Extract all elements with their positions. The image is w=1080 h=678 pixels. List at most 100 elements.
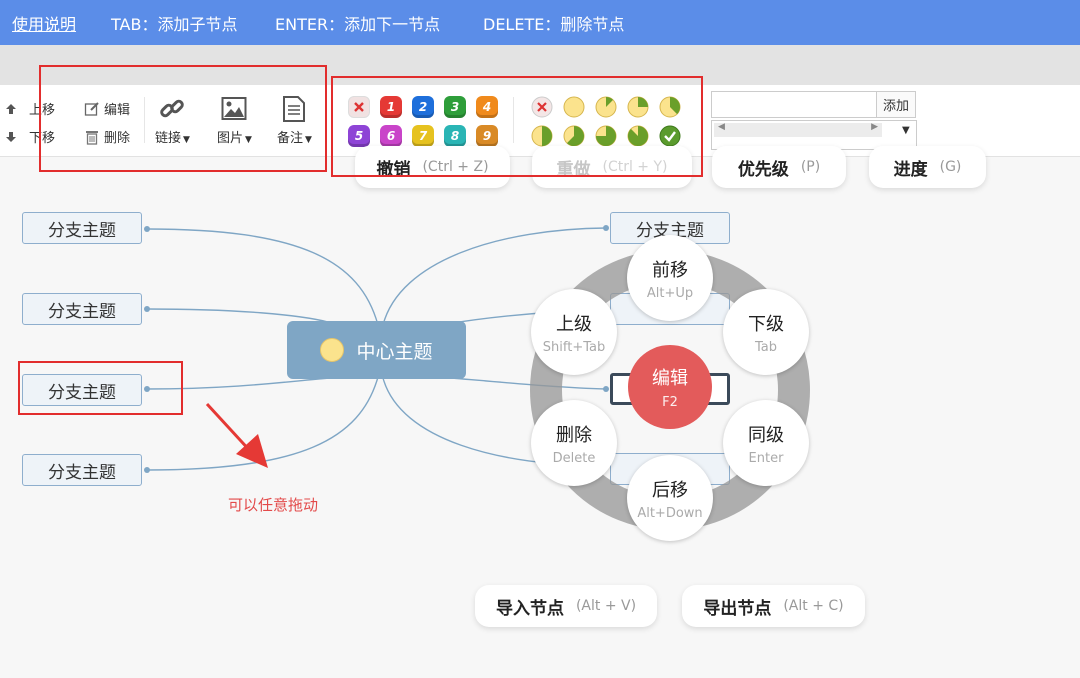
branch-node[interactable]: 分支主题: [22, 293, 142, 325]
delete-label: 删除: [104, 131, 131, 146]
progress-62-5pct-icon[interactable]: [563, 125, 585, 147]
remove-node-shortcut: Delete: [552, 450, 596, 466]
export-node-label: 导出节点: [703, 598, 772, 619]
progress-button[interactable]: 进度 (G): [869, 146, 986, 188]
progress-87-5pct-icon[interactable]: [627, 125, 649, 147]
priority-4-icon[interactable]: 4: [476, 96, 498, 118]
progress-25pct-icon[interactable]: [627, 96, 649, 118]
link-button[interactable]: 链接▼: [155, 95, 190, 146]
enter-shortcut-hint: ENTER：添加下一节点: [275, 15, 441, 34]
import-node-shortcut: (Alt + V): [575, 598, 637, 614]
progress-label: 进度: [893, 159, 928, 180]
note-icon: [283, 96, 306, 122]
progress-100pct-icon[interactable]: [659, 125, 681, 147]
parent-level-label: 上级: [556, 313, 592, 335]
redo-label: 重做: [556, 159, 591, 180]
progress-50pct-icon[interactable]: [531, 125, 553, 147]
import-node-label: 导入节点: [495, 598, 564, 619]
edit-node-label: 编辑: [652, 368, 688, 389]
priority-shortcut: (P): [800, 159, 821, 175]
undo-button[interactable]: 撤销 (Ctrl + Z): [355, 146, 510, 188]
highlight-box: [39, 65, 327, 172]
edit-button[interactable]: 编辑: [84, 99, 130, 118]
remove-node-button[interactable]: 删除 Delete: [531, 400, 617, 486]
center-topic-node[interactable]: 中心主题: [287, 321, 466, 379]
move-down-button[interactable]: 下移: [5, 127, 55, 146]
parent-level-shortcut: Shift+Tab: [542, 339, 606, 355]
edit-label: 编辑: [104, 103, 131, 118]
progress-37-5pct-icon[interactable]: [659, 96, 681, 118]
arrow-up-icon: [6, 103, 16, 114]
chevron-down-icon: ▼: [305, 135, 312, 145]
sibling-level-shortcut: Enter: [748, 450, 784, 466]
move-down-label: 下移: [29, 131, 56, 146]
annotation-arrow-icon: [205, 402, 268, 468]
export-node-button[interactable]: 导出节点 (Alt + C): [682, 585, 865, 627]
chevron-down-icon: ▼: [183, 135, 190, 145]
highlight-box: [18, 361, 183, 415]
child-level-button[interactable]: 下级 Tab: [723, 289, 809, 375]
move-forward-label: 前移: [652, 259, 688, 281]
move-up-label: 上移: [29, 103, 56, 118]
horizontal-scrollbar[interactable]: ◀ ▶: [714, 122, 882, 137]
progress-12-5pct-icon[interactable]: [595, 96, 617, 118]
link-icon: [160, 99, 185, 118]
priority-1-icon[interactable]: 1: [380, 96, 402, 118]
drag-hint-text: 可以任意拖动: [228, 496, 319, 514]
child-level-label: 下级: [748, 313, 784, 335]
progress-icon: [320, 338, 345, 362]
priority-button[interactable]: 优先级 (P): [712, 146, 846, 188]
note-dropdown: 备注▼: [277, 127, 312, 146]
branch-node[interactable]: 分支主题: [22, 212, 142, 244]
progress-75pct-icon[interactable]: [595, 125, 617, 147]
child-level-shortcut: Tab: [754, 339, 777, 355]
redo-button[interactable]: 重做 (Ctrl + Y): [532, 146, 692, 188]
scroll-left-icon[interactable]: ◀: [718, 122, 725, 132]
note-button[interactable]: 备注▼: [277, 95, 312, 146]
move-back-button[interactable]: 后移 Alt+Down: [627, 455, 713, 541]
move-back-label: 后移: [652, 479, 688, 501]
import-node-button[interactable]: 导入节点 (Alt + V): [475, 585, 657, 627]
move-up-button[interactable]: 上移: [5, 99, 55, 118]
branch-node[interactable]: 分支主题: [22, 454, 142, 486]
image-button[interactable]: 图片▼: [217, 95, 252, 146]
link-label: 链接: [155, 131, 182, 146]
redo-shortcut: (Ctrl + Y): [602, 159, 668, 175]
priority-7-icon[interactable]: 7: [412, 125, 434, 147]
add-button[interactable]: 添加: [876, 91, 916, 118]
scroll-right-icon[interactable]: ▶: [871, 122, 878, 132]
priority-5-icon[interactable]: 5: [348, 125, 370, 147]
edit-node-button[interactable]: 编辑 F2: [628, 345, 712, 429]
highlight-box: [331, 76, 703, 177]
add-node-input[interactable]: [711, 91, 877, 118]
priority-9-icon[interactable]: 9: [476, 125, 498, 147]
sibling-level-label: 同级: [748, 424, 784, 446]
chevron-down-icon[interactable]: ▼: [902, 125, 910, 136]
progress-0pct-icon[interactable]: [563, 96, 585, 118]
priority-8-icon[interactable]: 8: [444, 125, 466, 147]
branch-node[interactable]: 分支主题: [22, 374, 142, 406]
priority-2-icon[interactable]: 2: [412, 96, 434, 118]
priority-6-icon[interactable]: 6: [380, 125, 402, 147]
link-dropdown: 链接▼: [155, 127, 190, 146]
export-node-shortcut: (Alt + C): [783, 598, 844, 614]
delete-button[interactable]: 删除: [84, 127, 130, 146]
undo-shortcut: (Ctrl + Z): [422, 159, 489, 175]
help-link[interactable]: 使用说明: [12, 15, 77, 34]
remove-node-label: 删除: [556, 424, 592, 446]
move-forward-shortcut: Alt+Up: [646, 285, 694, 301]
toolbar-divider: [144, 97, 145, 143]
edit-icon: [84, 101, 99, 116]
toolbar-divider: [513, 97, 514, 143]
move-forward-button[interactable]: 前移 Alt+Up: [627, 235, 713, 321]
center-topic-label: 中心主题: [356, 340, 433, 363]
priority-3-icon[interactable]: 3: [444, 96, 466, 118]
progress-shortcut: (G): [939, 159, 962, 175]
parent-level-button[interactable]: 上级 Shift+Tab: [531, 289, 617, 375]
chevron-down-icon: ▼: [245, 135, 252, 145]
sibling-level-button[interactable]: 同级 Enter: [723, 400, 809, 486]
priority-clear-icon[interactable]: [348, 96, 370, 118]
progress-clear-icon[interactable]: [531, 96, 553, 118]
